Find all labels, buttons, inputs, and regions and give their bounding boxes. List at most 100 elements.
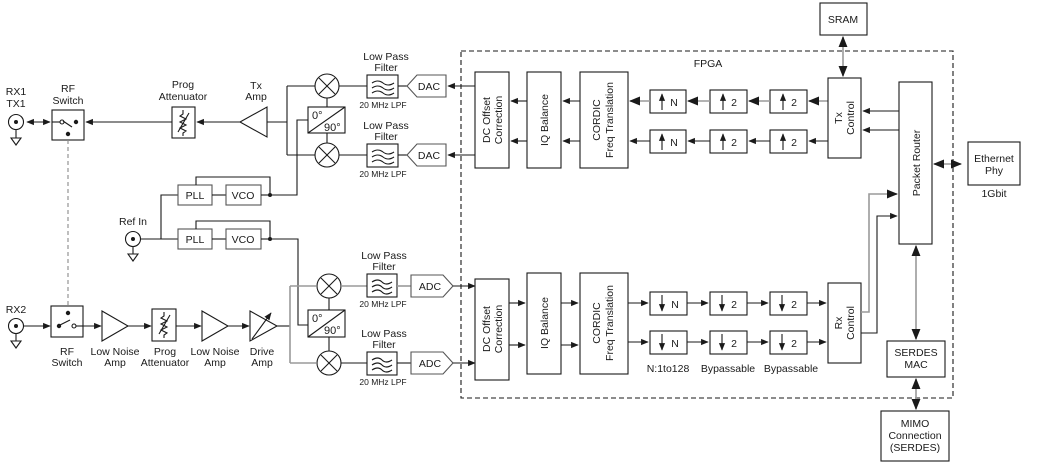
rx-rf-switch: RF Switch	[50, 305, 84, 369]
svg-text:Prog: Prog	[172, 79, 194, 91]
svg-text:N: N	[670, 137, 678, 149]
fpga-label: FPGA	[694, 58, 723, 70]
svg-text:Amp: Amp	[245, 91, 267, 103]
svg-text:Ethernet: Ethernet	[974, 153, 1014, 165]
svg-text:Low Pass: Low Pass	[363, 120, 409, 132]
svg-text:SERDES: SERDES	[894, 347, 937, 359]
rx-mixer-i	[316, 273, 342, 299]
svg-text:CORDIC: CORDIC	[591, 99, 603, 141]
rx-dc-offset-correction: DC Offset Correction	[474, 278, 510, 381]
amplifier-icon	[201, 310, 230, 342]
rx1-tx1-port: RX1 TX1	[6, 86, 27, 146]
svg-text:Packet Router: Packet Router	[911, 129, 923, 196]
serdes-mac: SERDES MAC	[886, 340, 946, 378]
rx-vco: VCO	[225, 228, 262, 250]
tx-cordic: CORDIC Freq Translation	[579, 71, 629, 169]
svg-text:PLL: PLL	[186, 190, 205, 202]
svg-text:20 MHz LPF: 20 MHz LPF	[359, 299, 406, 309]
svg-text:MAC: MAC	[904, 359, 928, 371]
svg-text:Ref In: Ref In	[119, 216, 147, 228]
rx-lna-1: Low Noise Amp	[90, 310, 140, 369]
rx2-port: RX2	[6, 304, 26, 349]
svg-text:ADC: ADC	[419, 281, 442, 293]
ground-icon	[126, 253, 140, 262]
svg-text:Low Pass: Low Pass	[361, 328, 407, 340]
svg-text:Tx: Tx	[250, 80, 262, 92]
svg-text:N: N	[671, 299, 679, 311]
svg-text:0°: 0°	[312, 110, 323, 122]
svg-text:2: 2	[791, 299, 797, 311]
svg-text:Low Pass: Low Pass	[363, 51, 409, 63]
svg-text:Freq Translation: Freq Translation	[604, 82, 616, 158]
tx-lpf-i: Low Pass Filter 20 MHz LPF	[359, 51, 408, 110]
svg-text:Low Noise: Low Noise	[190, 346, 239, 358]
tx-amp: Tx Amp	[238, 80, 268, 138]
svg-text:IQ Balance: IQ Balance	[539, 94, 551, 146]
svg-text:Attenuator: Attenuator	[159, 91, 208, 103]
rx-prog-attenuator: Prog Attenuator	[141, 308, 190, 369]
svg-text:Switch: Switch	[52, 357, 83, 369]
rx-pll: PLL	[177, 228, 213, 250]
svg-text:2: 2	[731, 299, 737, 311]
rx-control: Rx Control	[827, 282, 862, 364]
filter-icon	[371, 80, 395, 96]
mimo-connection: MIMO Connection (SERDES)	[880, 410, 950, 462]
svg-text:Correction: Correction	[493, 96, 505, 145]
tx-interp-2b-i: 2	[769, 89, 808, 114]
svg-text:Switch: Switch	[53, 95, 84, 107]
packet-router: Packet Router	[898, 81, 933, 245]
rx-decim-n-q: N	[649, 330, 688, 355]
svg-text:VCO: VCO	[232, 190, 255, 202]
tx-mixer-i	[314, 73, 340, 99]
svg-text:PLL: PLL	[186, 234, 205, 246]
rx-decim-2a-i: 2	[709, 291, 748, 316]
svg-text:(SERDES): (SERDES)	[890, 442, 940, 454]
tx-dc-offset-correction: DC Offset Correction	[474, 71, 510, 169]
tx-interp-2b-q: 2	[769, 129, 808, 154]
tx-interp-2a-q: 2	[709, 129, 748, 154]
svg-text:Amp: Amp	[204, 357, 226, 369]
svg-text:RX1: RX1	[6, 86, 27, 98]
svg-text:90°: 90°	[324, 122, 341, 134]
svg-text:90°: 90°	[324, 325, 341, 337]
rx-decim-n-i: N	[649, 291, 688, 316]
svg-text:Tx: Tx	[833, 111, 845, 123]
tx-phase-splitter: 0° 90°	[307, 106, 346, 134]
filter-icon	[371, 149, 395, 165]
svg-text:CORDIC: CORDIC	[591, 302, 603, 344]
fpga-boundary	[460, 50, 954, 399]
svg-text:Prog: Prog	[154, 346, 176, 358]
svg-text:Control: Control	[845, 306, 857, 340]
svg-text:1Gbit: 1Gbit	[981, 188, 1006, 200]
filter-icon	[371, 357, 393, 373]
rx-drive-amp: Drive Amp	[249, 310, 279, 369]
svg-text:2: 2	[791, 97, 797, 109]
rx-lpf-q: Low Pass Filter 20 MHz LPF	[359, 328, 406, 387]
svg-text:Control: Control	[845, 101, 857, 135]
svg-text:MIMO: MIMO	[901, 418, 930, 430]
amplifier-icon	[238, 106, 268, 138]
svg-text:2: 2	[731, 97, 737, 109]
tx-control: Tx Control	[827, 77, 862, 159]
tx-dac-q: DAC	[406, 143, 447, 167]
svg-text:Filter: Filter	[374, 62, 398, 74]
svg-text:VCO: VCO	[232, 234, 255, 246]
svg-text:Correction: Correction	[493, 305, 505, 354]
rx-decim-2b-i: 2	[769, 291, 808, 316]
svg-text:Low Pass: Low Pass	[361, 250, 407, 262]
decim-note-bypass-1: Bypassable	[701, 363, 755, 375]
svg-text:Rx: Rx	[833, 316, 845, 330]
rx-lna-2: Low Noise Amp	[190, 310, 240, 369]
svg-text:Drive: Drive	[250, 346, 275, 358]
svg-text:Low Noise: Low Noise	[90, 346, 139, 358]
rx-decim-2a-q: 2	[709, 330, 748, 355]
svg-text:DC Offset: DC Offset	[481, 306, 493, 352]
svg-text:Filter: Filter	[372, 261, 396, 273]
tx-vco: VCO	[225, 184, 262, 206]
rx-adc-i: ADC	[410, 274, 454, 298]
svg-text:0°: 0°	[312, 313, 323, 325]
svg-text:2: 2	[731, 137, 737, 149]
svg-text:N: N	[670, 97, 678, 109]
svg-text:Freq Translation: Freq Translation	[604, 285, 616, 361]
rx-adc-q: ADC	[410, 351, 454, 375]
